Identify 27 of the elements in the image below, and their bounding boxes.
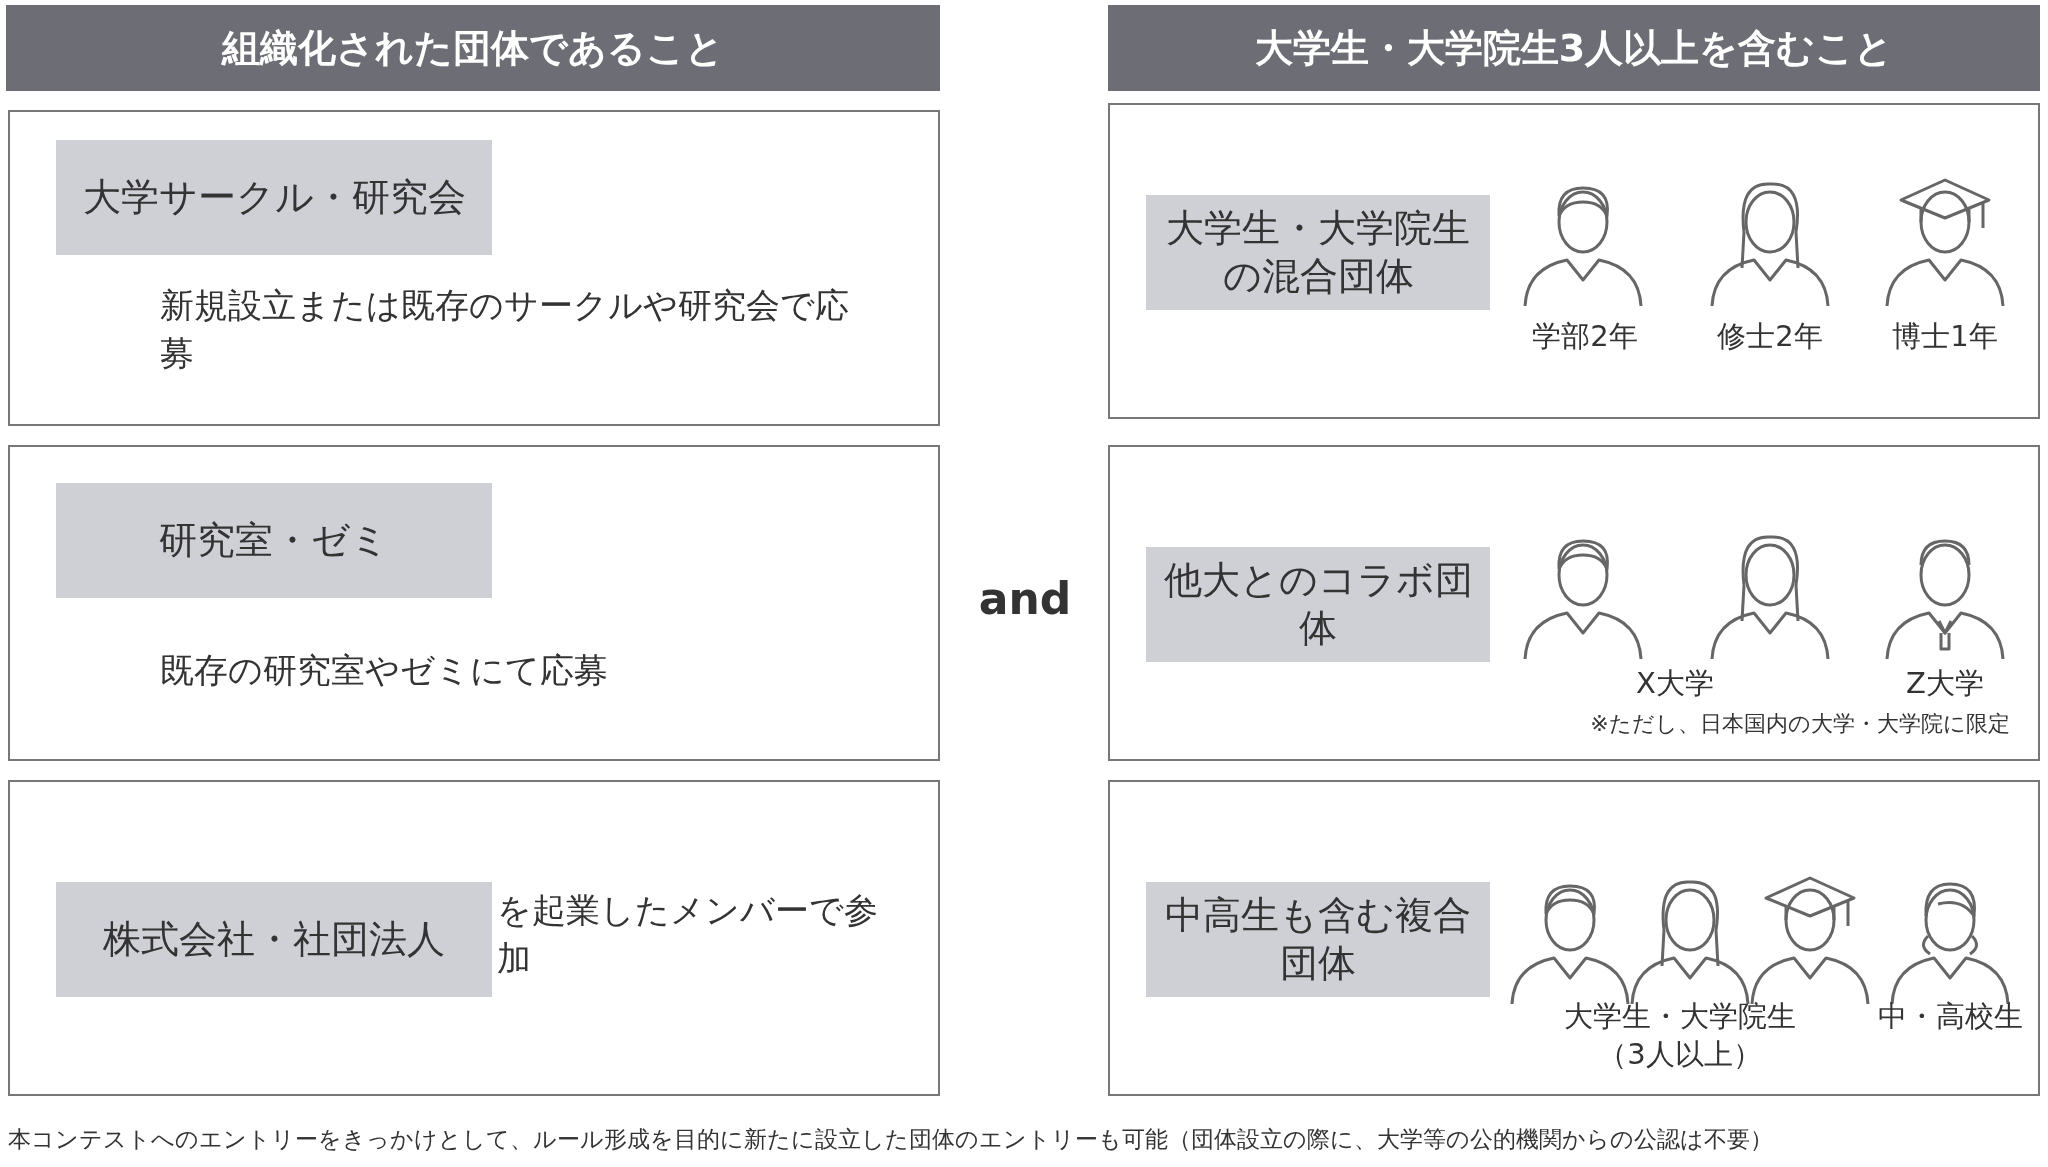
category-label: 中高生も含む複合団体 bbox=[1146, 882, 1490, 997]
panel-box bbox=[1108, 103, 2040, 419]
caption-text: 学部2年 bbox=[1531, 318, 1639, 355]
footnote-text: 本コンテストへのエントリーをきっかけとして、ルール形成を目的に新たに設立した団体のエントリーも可能（団体設立の際に、大学等の公的機関からの公認は不要） bbox=[8, 1125, 1774, 1154]
panel-box bbox=[1108, 780, 2040, 1096]
description-text: 新規設立または既存のサークルや研究会で応募 bbox=[160, 284, 850, 375]
note-text: ※ただし、日本国内の大学・大学院に限定 bbox=[1589, 710, 2011, 738]
category-label: 株式会社・社団法人 bbox=[56, 882, 492, 997]
panel-box bbox=[8, 780, 940, 1096]
description-text: を起業したメンバーで参加 bbox=[497, 889, 879, 980]
description-text: 既存の研究室やゼミにて応募 bbox=[160, 649, 609, 692]
panel-box bbox=[8, 445, 940, 761]
caption-text: Z大学 bbox=[1905, 665, 1985, 702]
caption-text: X大学 bbox=[1635, 665, 1715, 702]
caption-text: 博士1年 bbox=[1891, 318, 1999, 355]
category-label: 研究室・ゼミ bbox=[56, 483, 492, 598]
category-label: 大学サークル・研究会 bbox=[56, 140, 492, 255]
section-header: 組織化された団体であること bbox=[6, 5, 940, 91]
connector-word: and bbox=[977, 572, 1073, 626]
panel-box bbox=[8, 110, 940, 426]
panel-box bbox=[1108, 445, 2040, 761]
caption-text: 修士2年 bbox=[1716, 318, 1824, 355]
category-label: 大学生・大学院生の混合団体 bbox=[1146, 195, 1490, 310]
caption-text: 中・高校生 bbox=[1876, 998, 2024, 1035]
category-label: 他大とのコラボ団体 bbox=[1146, 547, 1490, 662]
section-header: 大学生・大学院生3人以上を含むこと bbox=[1108, 5, 2040, 91]
caption-text: 大学生・大学院生（3人以上） bbox=[1563, 998, 1797, 1073]
